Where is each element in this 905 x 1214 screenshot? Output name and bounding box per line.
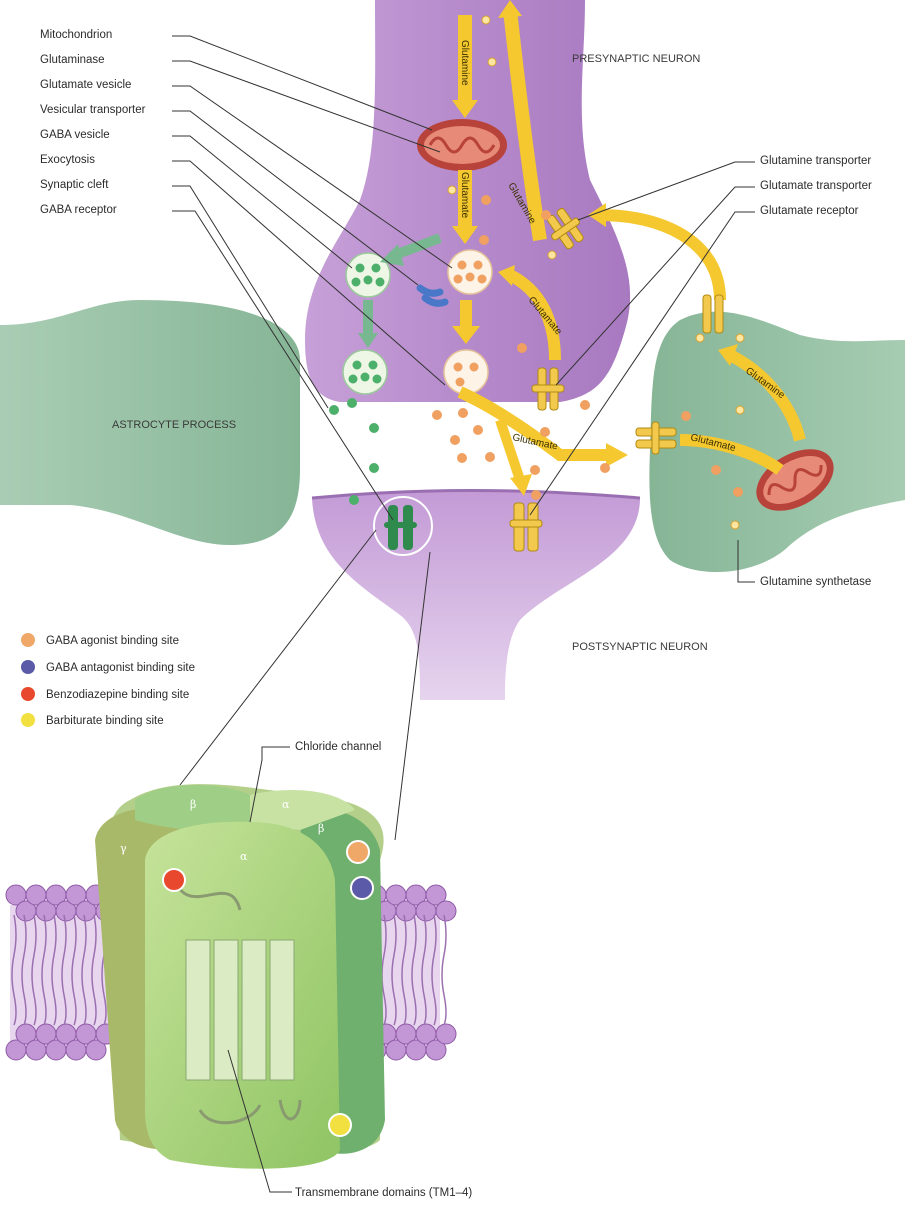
label-exocytosis: Exocytosis xyxy=(40,154,95,166)
label-glutamate-transporter: Glutamate transporter xyxy=(760,180,872,192)
mitochondrion-presynaptic xyxy=(417,119,507,171)
svg-text:γ: γ xyxy=(120,842,127,855)
label-mitochondrion: Mitochondrion xyxy=(40,29,112,41)
svg-text:Barbiturate binding site: Barbiturate binding site xyxy=(46,715,164,727)
svg-text:β: β xyxy=(190,798,196,811)
svg-text:β: β xyxy=(318,822,324,835)
benzodiazepine-site xyxy=(163,869,185,891)
label-synaptic-cleft: Synaptic cleft xyxy=(40,179,109,191)
lipid-head xyxy=(436,901,456,921)
svg-text:GABA antagonist binding site: GABA antagonist binding site xyxy=(46,662,195,674)
svg-text:Glutamine: Glutamine xyxy=(459,40,470,86)
postsynaptic-neuron xyxy=(312,491,640,701)
presynaptic-label: PRESYNAPTIC NEURON xyxy=(572,53,700,65)
binding-site-legend: GABA agonist binding site GABA antagonis… xyxy=(21,633,195,727)
label-glutaminase: Glutaminase xyxy=(40,54,105,66)
lipid-head xyxy=(436,1024,456,1044)
svg-text:Glutamate: Glutamate xyxy=(459,172,470,219)
barbiturate-site xyxy=(329,1114,351,1136)
legend-antagonist-dot xyxy=(21,660,35,674)
antagonist-site xyxy=(351,877,373,899)
tm-domain-2 xyxy=(214,940,238,1080)
svg-text:α: α xyxy=(240,850,248,863)
label-transmembrane-domains: Transmembrane domains (TM1–4) xyxy=(295,1187,472,1199)
gaba-a-receptor-complex: β α γ α β xyxy=(95,784,385,1169)
svg-text:Benzodiazepine binding site: Benzodiazepine binding site xyxy=(46,689,189,701)
tm-domain-1 xyxy=(186,940,210,1080)
legend-barbiturate-dot xyxy=(21,713,35,727)
tm-domain-4 xyxy=(270,940,294,1080)
glutamate-vesicle-exocytosis xyxy=(444,350,488,394)
gaba-vesicle-2 xyxy=(343,350,387,394)
label-glutamate-vesicle: Glutamate vesicle xyxy=(40,79,131,91)
label-gaba-receptor: GABA receptor xyxy=(40,204,117,216)
label-glutamine-transporter: Glutamine transporter xyxy=(760,155,871,167)
svg-text:GABA agonist binding site: GABA agonist binding site xyxy=(46,635,179,647)
agonist-site xyxy=(347,841,369,863)
legend-agonist-dot xyxy=(21,633,35,647)
tm-domain-3 xyxy=(242,940,266,1080)
legend-benzodiazepine-dot xyxy=(21,687,35,701)
label-glutamate-receptor: Glutamate receptor xyxy=(760,205,859,217)
label-vesicular-transporter: Vesicular transporter xyxy=(40,104,146,116)
label-chloride-channel: Chloride channel xyxy=(295,741,381,753)
lipid-tail xyxy=(442,915,446,1025)
postsynaptic-label: POSTSYNAPTIC NEURON xyxy=(572,641,708,653)
glutamate-vesicle-1 xyxy=(448,250,492,294)
svg-text:α: α xyxy=(282,798,290,811)
label-glutamine-synthetase: Glutamine synthetase xyxy=(760,576,871,588)
label-gaba-vesicle: GABA vesicle xyxy=(40,129,110,141)
astrocyte-label: ASTROCYTE PROCESS xyxy=(112,419,236,431)
